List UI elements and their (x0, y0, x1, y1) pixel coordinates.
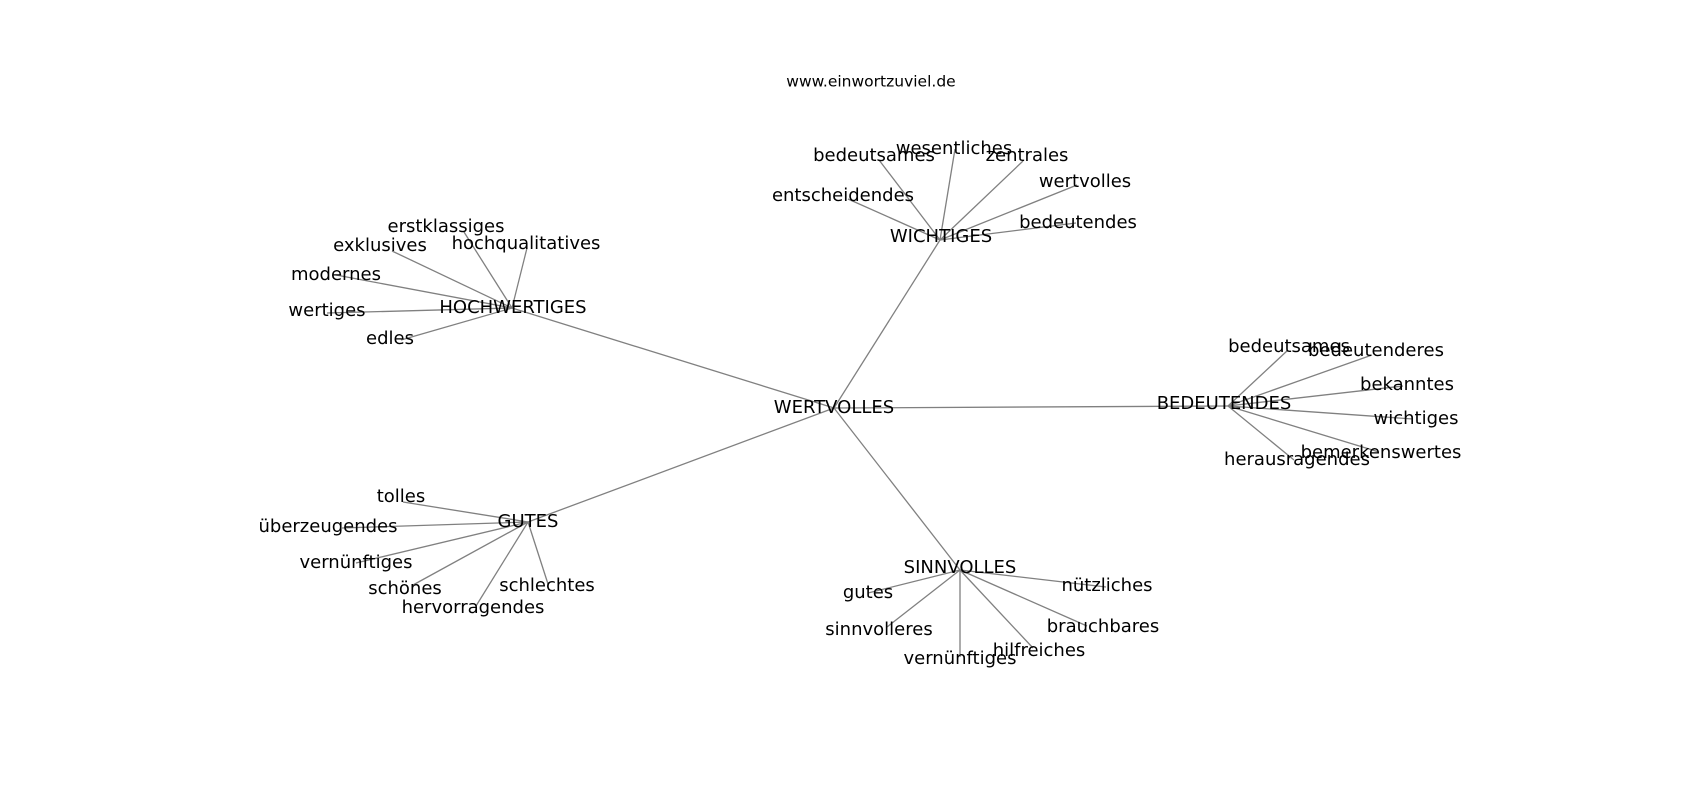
edge-bedeutendes-leaf (1227, 385, 1404, 407)
hub-node-gutes: GUTES (498, 511, 559, 532)
leaf-node-sinnvolles: brauchbares (1047, 616, 1159, 637)
edge-center-hochwertiges (511, 307, 835, 409)
leaf-node-bedeutendes: bedeutenderes (1308, 340, 1444, 361)
leaf-node-bedeutendes: bemerkenswertes (1301, 442, 1462, 463)
edge-bedeutendes-leaf (1227, 405, 1414, 420)
edge-gutes-leaf (355, 521, 529, 564)
leaf-node-wichtiges: entscheidendes (772, 185, 914, 206)
edge-wichtiges-leaf (878, 159, 941, 241)
leaf-node-wichtiges: wertvolles (1039, 171, 1131, 192)
edge-center-bedeutendes (833, 405, 1229, 409)
edge-bedeutendes-leaf (1227, 349, 1289, 407)
hub-node-bedeutendes: BEDEUTENDES (1157, 393, 1292, 414)
leaf-node-gutes: schönes (368, 578, 442, 599)
leaf-node-gutes: tolles (377, 486, 426, 507)
edge-bedeutendes-leaf (1227, 405, 1380, 453)
edge-wichtiges-leaf (939, 222, 1077, 241)
leaf-node-hochwertiges: exklusives (333, 235, 427, 256)
leaf-node-sinnvolles: gutes (843, 582, 893, 603)
edge-sinnvolles-leaf (886, 569, 961, 628)
edge-hochwertiges-leaf (391, 250, 513, 309)
graph-edges (326, 148, 1414, 657)
hub-node-wichtiges: WICHTIGES (890, 226, 992, 247)
edge-hochwertiges-leaf (511, 247, 528, 309)
leaf-node-hochwertiges: modernes (291, 264, 381, 285)
edge-bedeutendes-leaf (1227, 354, 1373, 407)
hub-node-sinnvolles: SINNVOLLES (904, 557, 1017, 578)
edge-gutes-leaf (341, 521, 529, 529)
edge-gutes-leaf (412, 521, 529, 586)
leaf-node-gutes: schlechtes (499, 575, 595, 596)
edge-wichtiges-leaf (847, 198, 941, 241)
leaf-node-hochwertiges: wertiges (288, 300, 365, 321)
leaf-node-sinnvolles: nützliches (1061, 575, 1152, 596)
leaf-node-wichtiges: bedeutsames (813, 145, 935, 166)
hub-node-hochwertiges: HOCHWERTIGES (439, 297, 586, 318)
edge-sinnvolles-leaf (959, 569, 1034, 649)
edge-hochwertiges-leaf (400, 307, 513, 341)
leaf-node-sinnvolles: vernünftiges (904, 648, 1017, 669)
leaf-node-gutes: hervorragendes (402, 597, 545, 618)
center-node-label: WERTVOLLES (774, 397, 894, 418)
leaf-node-wichtiges: zentrales (986, 145, 1069, 166)
edge-center-sinnvolles (833, 407, 961, 571)
leaf-node-wichtiges: wesentliches (896, 138, 1012, 159)
leaf-node-hochwertiges: edles (366, 328, 414, 349)
leaf-node-bedeutendes: wichtiges (1374, 408, 1459, 429)
edge-center-gutes (527, 407, 835, 523)
leaf-node-sinnvolles: hilfreiches (993, 640, 1086, 661)
edge-center-wichtiges (833, 239, 941, 409)
edge-wichtiges-leaf (939, 160, 1024, 241)
leaf-node-hochwertiges: erstklassiges (388, 216, 505, 237)
watermark-text: www.einwortzuviel.de (786, 73, 955, 91)
leaf-node-gutes: überzeugendes (258, 516, 397, 537)
leaf-node-sinnvolles: sinnvolleres (825, 619, 932, 640)
leaf-node-bedeutendes: herausragendes (1224, 449, 1370, 470)
edge-sinnvolles-leaf (959, 569, 1088, 627)
edge-hochwertiges-leaf (326, 307, 513, 314)
edge-sinnvolles-leaf (867, 569, 961, 594)
edge-wichtiges-leaf (939, 148, 956, 241)
edge-gutes-leaf (402, 501, 529, 523)
edge-hochwertiges-leaf (335, 274, 513, 309)
edge-sinnvolles-leaf (959, 569, 1107, 588)
edge-bedeutendes-leaf (1227, 405, 1295, 461)
edge-hochwertiges-leaf (463, 231, 513, 309)
edge-wichtiges-leaf (939, 184, 1078, 241)
leaf-node-bedeutendes: bedeutsames (1228, 336, 1350, 357)
leaf-node-wichtiges: bedeutendes (1019, 212, 1137, 233)
graph-labels: www.einwortzuviel.de WERTVOLLES HOCHWERTI… (258, 73, 1461, 670)
leaf-node-bedeutendes: bekanntes (1360, 374, 1454, 395)
edge-gutes-leaf (475, 521, 529, 607)
edge-gutes-leaf (527, 521, 549, 585)
leaf-node-hochwertiges: hochqualitatives (452, 233, 601, 254)
leaf-node-gutes: vernünftiges (300, 552, 413, 573)
